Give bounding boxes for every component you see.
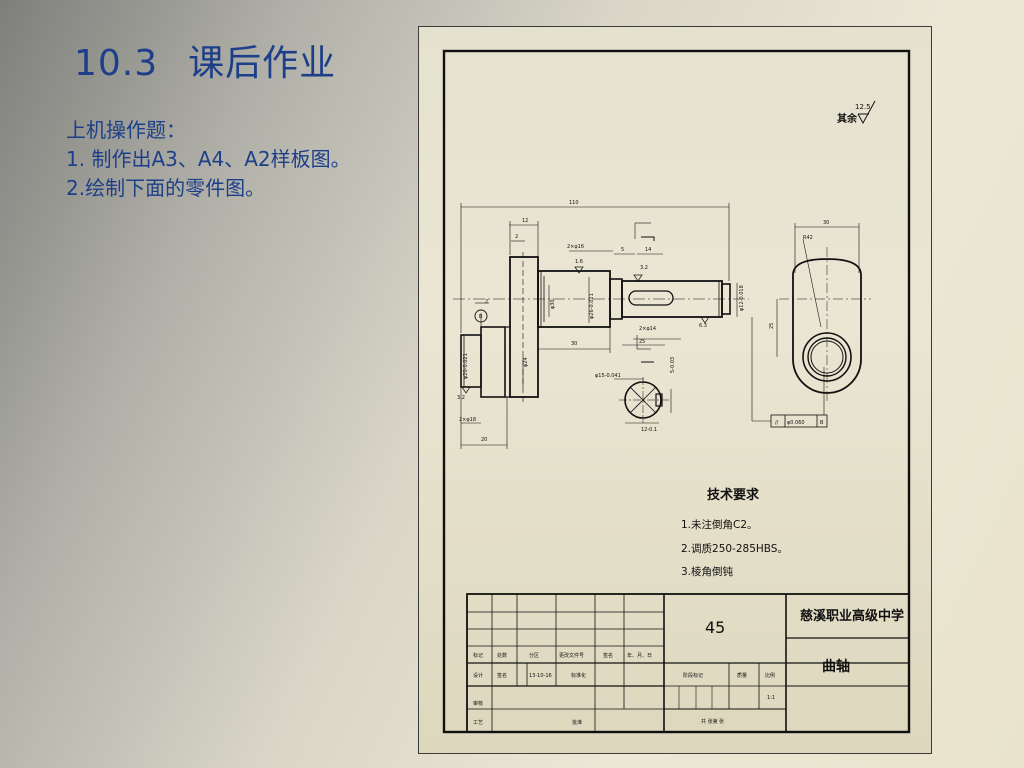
svg-text:比例: 比例 bbox=[765, 672, 775, 679]
task-item-1: 1. 制作出A3、A4、A2样板图。 bbox=[66, 147, 351, 171]
svg-text:25: 25 bbox=[639, 339, 645, 345]
svg-text:12-0.1: 12-0.1 bbox=[641, 427, 657, 433]
svg-text:签名: 签名 bbox=[603, 652, 613, 659]
svg-text:批准: 批准 bbox=[572, 719, 582, 726]
drawing-svg: 其余 12.5 bbox=[442, 49, 911, 734]
engineering-drawing: 其余 12.5 bbox=[418, 26, 932, 754]
svg-text:技术要求: 技术要求 bbox=[707, 487, 760, 503]
tolerance-frame: // φ0.060 B bbox=[770, 414, 828, 428]
svg-text:曲轴: 曲轴 bbox=[822, 658, 850, 675]
svg-text:B: B bbox=[820, 420, 824, 426]
svg-text://: // bbox=[775, 420, 779, 426]
svg-text:φ20-0.021: φ20-0.021 bbox=[463, 353, 469, 379]
svg-text:φ24: φ24 bbox=[523, 357, 529, 367]
svg-text:20: 20 bbox=[481, 437, 487, 443]
datum-label: B bbox=[479, 314, 483, 320]
shaft-front-view bbox=[453, 252, 749, 405]
section-heading: 上机操作题： bbox=[66, 118, 186, 142]
svg-text:30: 30 bbox=[823, 220, 829, 226]
title-number: 10.3 bbox=[74, 43, 159, 84]
svg-text:30: 30 bbox=[571, 341, 577, 347]
svg-text:处数: 处数 bbox=[497, 652, 507, 659]
title-block-text: 45 慈溪职业高级中学 曲轴 标记 处数 分区 更改文件号 签名 年、月、日 设… bbox=[473, 608, 904, 726]
svg-text:φ30: φ30 bbox=[550, 299, 556, 309]
svg-text:标准化: 标准化 bbox=[571, 672, 586, 679]
svg-text:设计: 设计 bbox=[473, 672, 483, 679]
svg-text:共 张第 张: 共 张第 张 bbox=[701, 718, 724, 725]
svg-text:1.6: 1.6 bbox=[575, 259, 583, 265]
svg-text:3.2: 3.2 bbox=[457, 395, 465, 401]
svg-text:审核: 审核 bbox=[473, 700, 483, 707]
svg-text:2×φ16: 2×φ16 bbox=[567, 244, 584, 250]
slide-title: 10.3 课后作业 bbox=[74, 34, 336, 86]
svg-text:φ12-0.018: φ12-0.018 bbox=[739, 285, 745, 311]
svg-text:更改文件号: 更改文件号 bbox=[559, 652, 584, 659]
svg-text:5-0.03: 5-0.03 bbox=[670, 357, 676, 373]
svg-text:1.未注倒角C2。: 1.未注倒角C2。 bbox=[681, 518, 758, 531]
technical-requirements: 技术要求 1.未注倒角C2。 2.调质250-285HBS。 3.棱角倒钝 bbox=[681, 487, 788, 578]
task-item-2: 2.绘制下面的零件图。 bbox=[66, 176, 266, 200]
svg-text:2: 2 bbox=[485, 299, 488, 305]
svg-text:年、月、日: 年、月、日 bbox=[627, 652, 652, 659]
roughness-symbol bbox=[857, 100, 876, 125]
svg-text:2.调质250-285HBS。: 2.调质250-285HBS。 bbox=[681, 543, 788, 555]
svg-text:2: 2 bbox=[515, 234, 518, 240]
svg-text:1:1: 1:1 bbox=[767, 695, 775, 701]
svg-text:3.棱角倒钝: 3.棱角倒钝 bbox=[681, 565, 734, 578]
svg-text:2×φ14: 2×φ14 bbox=[639, 326, 656, 332]
side-view bbox=[751, 223, 871, 422]
svg-text:14: 14 bbox=[645, 247, 651, 253]
title-text: 课后作业 bbox=[188, 43, 337, 84]
svg-text:110: 110 bbox=[569, 200, 579, 206]
svg-text:2×φ18: 2×φ18 bbox=[459, 417, 476, 423]
front-view-dim-text: 110 12 2 2×φ16 5 14 1.6 3.2 φ30 φ26-0.02… bbox=[457, 200, 745, 443]
svg-text:6.3: 6.3 bbox=[699, 323, 707, 329]
section-view bbox=[614, 377, 672, 424]
svg-text:φ26-0.021: φ26-0.021 bbox=[589, 293, 595, 319]
svg-text:12: 12 bbox=[522, 218, 528, 224]
svg-text:质量: 质量 bbox=[737, 672, 747, 679]
svg-text:标记: 标记 bbox=[473, 652, 483, 659]
svg-text:阶段标记: 阶段标记 bbox=[683, 672, 703, 679]
title-block bbox=[466, 593, 910, 733]
svg-text:45: 45 bbox=[705, 618, 725, 637]
svg-text:25: 25 bbox=[769, 323, 775, 329]
svg-text:5: 5 bbox=[621, 247, 624, 253]
task-list: 上机操作题： 1. 制作出A3、A4、A2样板图。 2.绘制下面的零件图。 bbox=[66, 116, 351, 203]
surface-finish-label: 其余 bbox=[837, 112, 858, 125]
svg-text:R42: R42 bbox=[803, 235, 813, 241]
svg-text:3.2: 3.2 bbox=[640, 265, 648, 271]
svg-text:13-10-16: 13-10-16 bbox=[529, 673, 552, 679]
surface-finish-value: 12.5 bbox=[855, 103, 871, 111]
svg-text:工艺: 工艺 bbox=[473, 720, 483, 726]
front-view-dimensions bbox=[460, 203, 738, 449]
datum-circle bbox=[474, 309, 488, 323]
svg-text:签名: 签名 bbox=[497, 672, 507, 679]
svg-text:慈溪职业高级中学: 慈溪职业高级中学 bbox=[800, 608, 904, 624]
svg-text:φ0.060: φ0.060 bbox=[787, 420, 805, 426]
svg-text:分区: 分区 bbox=[529, 652, 539, 659]
svg-text:φ15-0.041: φ15-0.041 bbox=[595, 373, 621, 379]
